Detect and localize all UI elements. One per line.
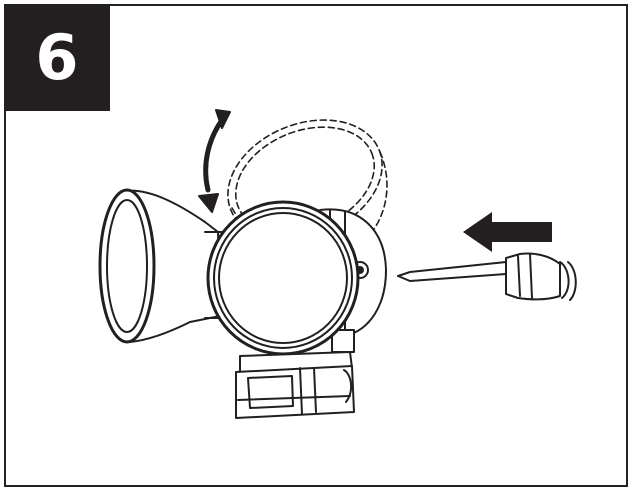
motion-sensor: [235, 351, 355, 419]
double-headed-curved-arrow-icon: [198, 109, 231, 213]
left-arrow-icon: [463, 212, 552, 252]
step-badge: 6: [4, 4, 110, 111]
left-lamp-head: [98, 188, 223, 344]
right-lamp-head: [206, 200, 360, 356]
screwdriver-icon: [397, 252, 577, 301]
step-number: 6: [35, 20, 79, 94]
